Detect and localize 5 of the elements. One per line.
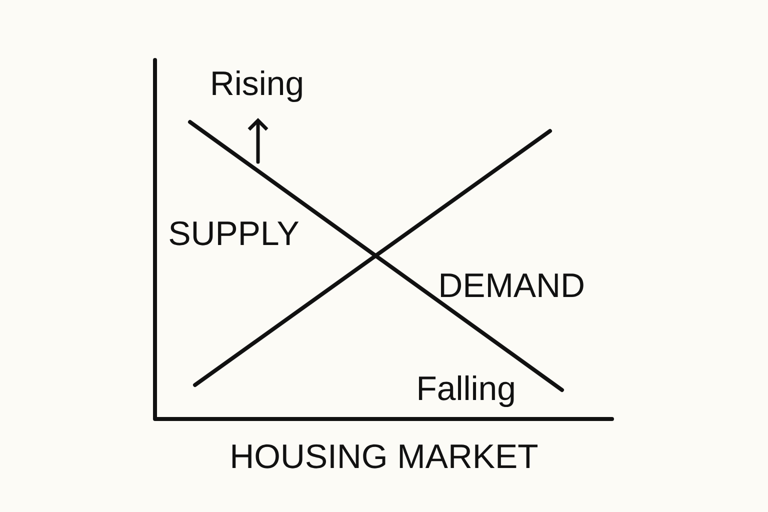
direction-label: Falling xyxy=(418,375,514,408)
curve-label: SUPPLY xyxy=(170,221,299,246)
direction-label: Rising xyxy=(212,70,302,102)
curve-label: DEMAND xyxy=(440,274,584,297)
axis-label: HOUSING MARKET xyxy=(232,444,538,468)
